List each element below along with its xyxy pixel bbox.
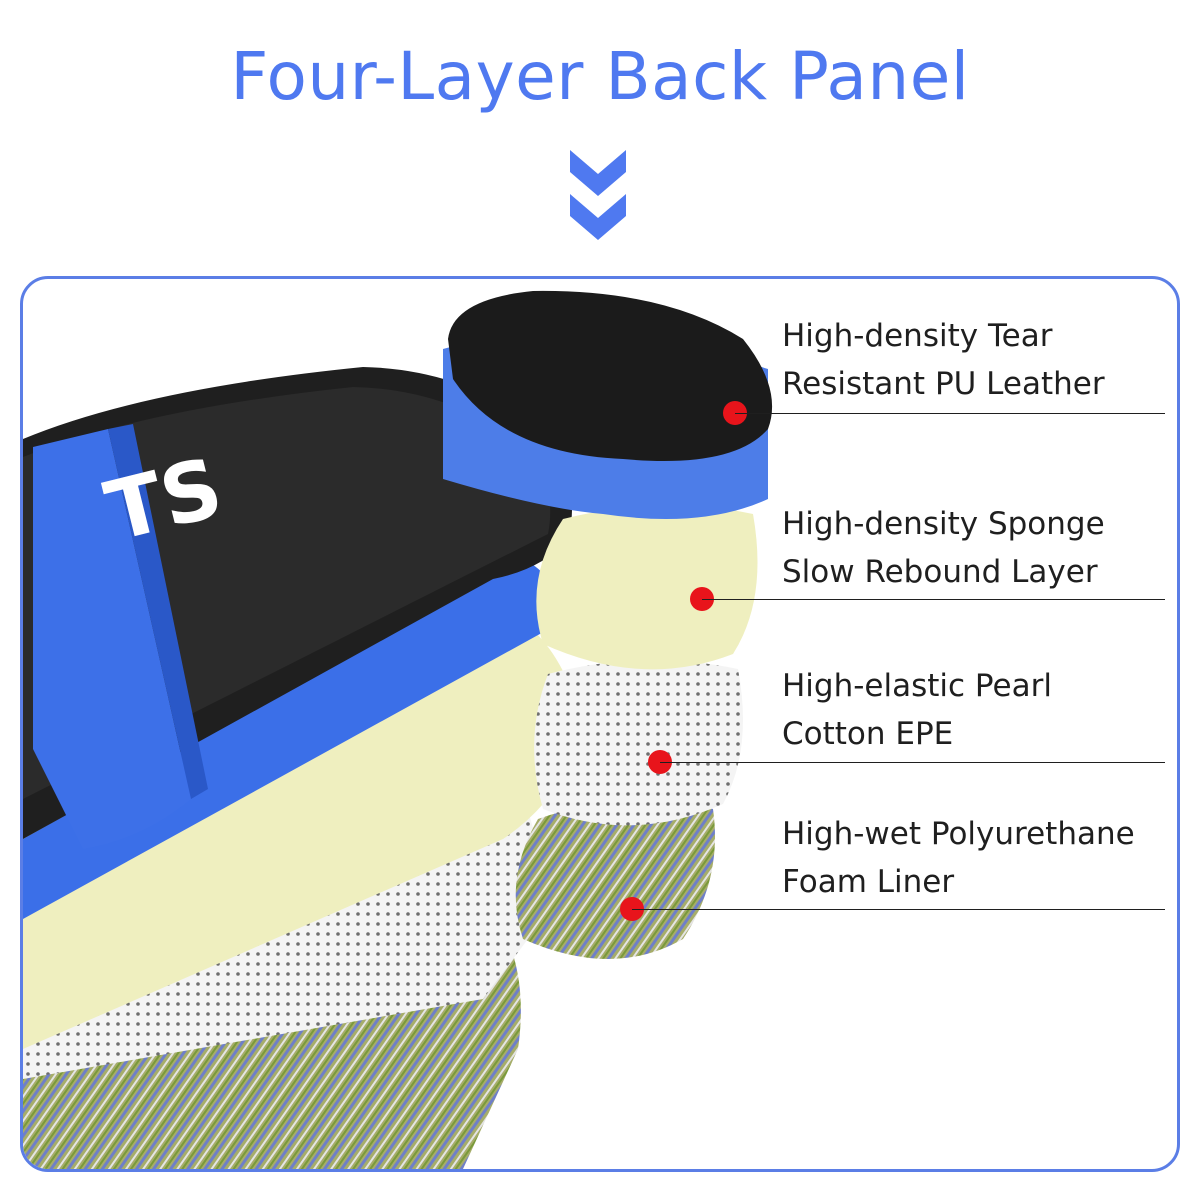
layer-label-line: Cotton EPE <box>782 716 954 752</box>
layer-label-line: High-elastic Pearl <box>782 668 1052 704</box>
layer-label-sponge: High-density Sponge Slow Rebound Layer <box>782 500 1152 596</box>
layers-illustration-panel: TS <box>20 276 1180 1172</box>
sample-foam-liner <box>515 801 715 959</box>
back-panel-cross-section-illustration: TS <box>23 290 773 1169</box>
leader-line-4 <box>632 909 1165 910</box>
layer-label-line: Foam Liner <box>782 864 955 900</box>
layer-label-line: Slow Rebound Layer <box>782 554 1098 590</box>
sponge-layer <box>23 609 583 1049</box>
layer-label-pu-leather: High-density Tear Resistant PU Leather <box>782 312 1152 408</box>
blue-layer <box>23 559 559 919</box>
double-chevron-down-icon <box>570 150 626 240</box>
layer-label-line: High-density Sponge <box>782 506 1105 542</box>
leader-line-3 <box>660 762 1165 763</box>
layer-label-epe: High-elastic Pearl Cotton EPE <box>782 662 1152 758</box>
layer-label-line: Resistant PU Leather <box>782 366 1105 402</box>
layer-label-line: High-wet Polyurethane <box>782 816 1135 852</box>
sample-epe <box>534 660 743 826</box>
sample-sponge <box>536 505 758 670</box>
page-title: Four-Layer Back Panel <box>230 38 970 115</box>
layer-label-foam-liner: High-wet Polyurethane Foam Liner <box>782 810 1152 906</box>
layer-label-line: High-density Tear <box>782 318 1053 354</box>
leader-line-1 <box>735 413 1165 414</box>
sample-pu-leather-top <box>448 290 773 461</box>
blue-strap <box>33 429 191 849</box>
leader-line-2 <box>702 599 1165 600</box>
